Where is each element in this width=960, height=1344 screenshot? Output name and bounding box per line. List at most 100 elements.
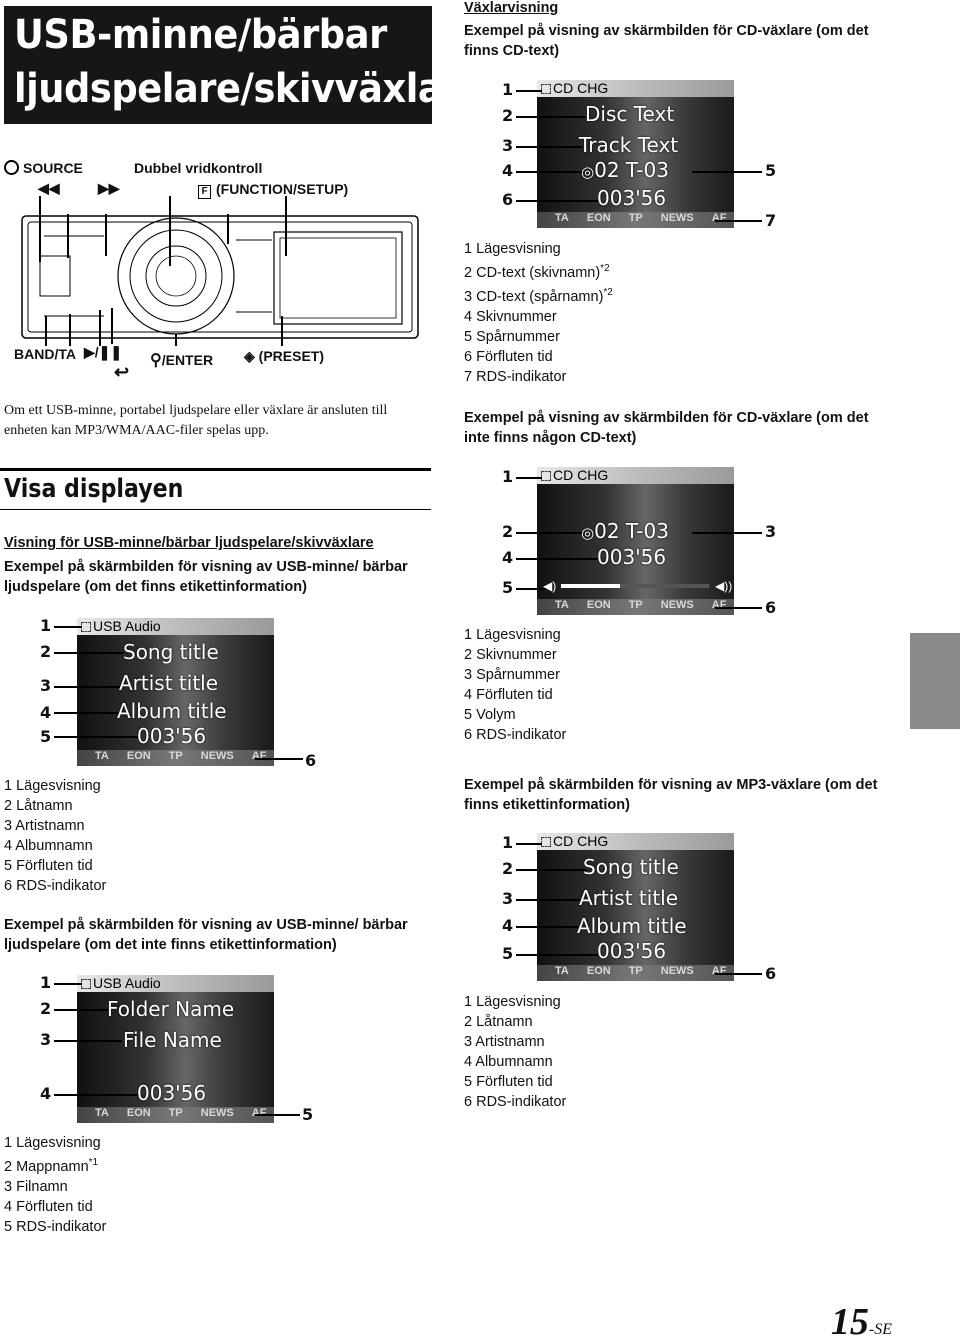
volume-low-icon: ◀): [543, 579, 557, 593]
screen-line: 003'56: [597, 186, 667, 210]
changer-example3-title: Exempel på skärmbilden för visning av MP…: [464, 777, 878, 813]
volume-fill: [561, 584, 621, 588]
source-label: SOURCE: [4, 160, 83, 176]
callout-number: 3: [40, 1030, 52, 1049]
legend-item: 3 Artistnamn: [4, 818, 85, 834]
rds-af: AF: [711, 965, 727, 977]
screen-line: Folder Name: [107, 997, 235, 1021]
screen-line: Track Text: [579, 133, 679, 157]
band-label: BAND/TA: [14, 346, 76, 362]
rds-tp: TP: [168, 750, 183, 762]
rds-eon: EON: [586, 599, 611, 611]
intro-text: Om ett USB-minne, portabel ljudspelare e…: [4, 403, 388, 438]
skip-forward-icon: ▶▶: [98, 180, 120, 196]
return-icon: ↩: [114, 362, 130, 382]
search-icon: ⚲: [150, 352, 162, 369]
rds-eon: EON: [126, 750, 151, 762]
callout-number: 2: [502, 522, 514, 541]
rds-tp: TP: [168, 1107, 183, 1119]
callout-number: 5: [502, 944, 514, 963]
screen-line-text: 02 T-03: [594, 158, 669, 182]
section-underline: [0, 509, 431, 510]
callout-number: 4: [502, 916, 514, 935]
callout-number: 4: [502, 161, 514, 180]
rds-ta: TA: [555, 212, 569, 224]
legend-item: 1 Lägesvisning: [464, 627, 561, 643]
chapter-tab: [910, 633, 960, 729]
legend-item: 4 Skivnummer: [464, 308, 557, 325]
play-icon: ▶: [84, 344, 95, 360]
legend-item-with-note: 3 CD-text (spårnamn)*2: [464, 283, 613, 307]
callout-leader: [516, 200, 598, 202]
callout-number: 2: [502, 106, 514, 125]
rds-news: NEWS: [660, 599, 694, 611]
head-unit-illustration: [21, 196, 419, 346]
source-icon: [541, 837, 551, 847]
legend-item-with-note: 2 Mappnamn*1: [4, 1153, 106, 1177]
legend-item: 2 CD-text (skivnamn): [464, 264, 601, 281]
screen-line: 003'56: [137, 1081, 207, 1105]
callout-number: 4: [40, 703, 52, 722]
page-number: 15-SE: [831, 1300, 892, 1344]
rds-news: NEWS: [660, 212, 694, 224]
callout-leader: [516, 869, 586, 871]
screen-line: ◎02 T-03: [581, 519, 669, 543]
legend-item: 7 RDS-indikator: [464, 368, 567, 385]
callout-number: 3: [502, 889, 514, 908]
callout-leader: [516, 558, 598, 560]
disc-icon: ◎: [581, 163, 595, 181]
rds-af: AF: [251, 750, 267, 762]
source-icon: [81, 979, 91, 989]
callout-leader: [516, 116, 586, 118]
usb-example1-legend: 1 Lägesvisning 2 Låtnamn 3 Artistnamn 4 …: [4, 776, 106, 896]
legend-item: 4 Förfluten tid: [4, 1198, 93, 1215]
enter-label: ⚲/ENTER: [150, 350, 213, 370]
rds-ta: TA: [95, 1107, 109, 1119]
footnote-mark: *2: [603, 286, 613, 298]
legend-item: 4 Förfluten tid: [464, 687, 553, 703]
changer-example1-title: Exempel på visning av skärmbilden för CD…: [464, 23, 869, 59]
legend-item: 2 Låtnamn: [464, 1014, 533, 1030]
legend-item: 5 Spårnummer: [464, 328, 560, 345]
power-icon: [4, 160, 19, 175]
enter-text: /ENTER: [161, 352, 214, 368]
footnote-mark: *1: [88, 1157, 99, 1168]
screen-line: File Name: [123, 1028, 222, 1052]
callout-number: 1: [502, 833, 514, 852]
screen-line: Album title: [577, 914, 687, 938]
screen-line: 003'56: [137, 724, 207, 748]
callout-leader: [54, 983, 82, 985]
page-suffix: -SE: [868, 1321, 892, 1338]
rds-tp: TP: [628, 965, 643, 977]
callout-leader: [715, 973, 762, 975]
callout-leader: [715, 220, 762, 222]
page-title: USB-minne/bärbar ljudspelare/skivväxlare: [4, 6, 485, 124]
screen-line: Song title: [583, 855, 679, 879]
rds-tp: TP: [628, 212, 643, 224]
function-f-icon: F: [198, 185, 211, 199]
rds-eon: EON: [586, 965, 611, 977]
callout-leader: [516, 532, 582, 534]
callout-number: 2: [40, 999, 52, 1018]
screen-line: Album title: [117, 699, 227, 723]
callout-leader: [692, 171, 762, 173]
usb-screen-1: USB Audio Song title Artist title Album …: [77, 618, 274, 766]
screen-header: CD CHG: [537, 467, 734, 484]
footnote-mark: *2: [600, 263, 610, 274]
callout-number: 2: [502, 859, 514, 878]
legend-item: 3 CD-text (spårnamn): [464, 288, 604, 305]
legend-item: 1 Lägesvisning: [4, 1135, 101, 1151]
callout-leader: [54, 1040, 122, 1042]
callout-number: 7: [765, 211, 777, 230]
callout-leader: [715, 607, 762, 609]
callout-leader: [516, 926, 578, 928]
rds-news: NEWS: [200, 750, 234, 762]
changer-screen-3: CD CHG Song title Artist title Album tit…: [537, 833, 734, 981]
callout-leader: [516, 90, 542, 92]
usb-example2-title: Exempel på skärmbilden för visning av US…: [4, 917, 408, 953]
legend-item: 2 Mappnamn: [4, 1158, 89, 1175]
screen-header-text: CD CHG: [553, 833, 609, 849]
legend-item: 3 Artistnamn: [464, 1034, 545, 1050]
screen-line: Artist title: [579, 886, 679, 910]
